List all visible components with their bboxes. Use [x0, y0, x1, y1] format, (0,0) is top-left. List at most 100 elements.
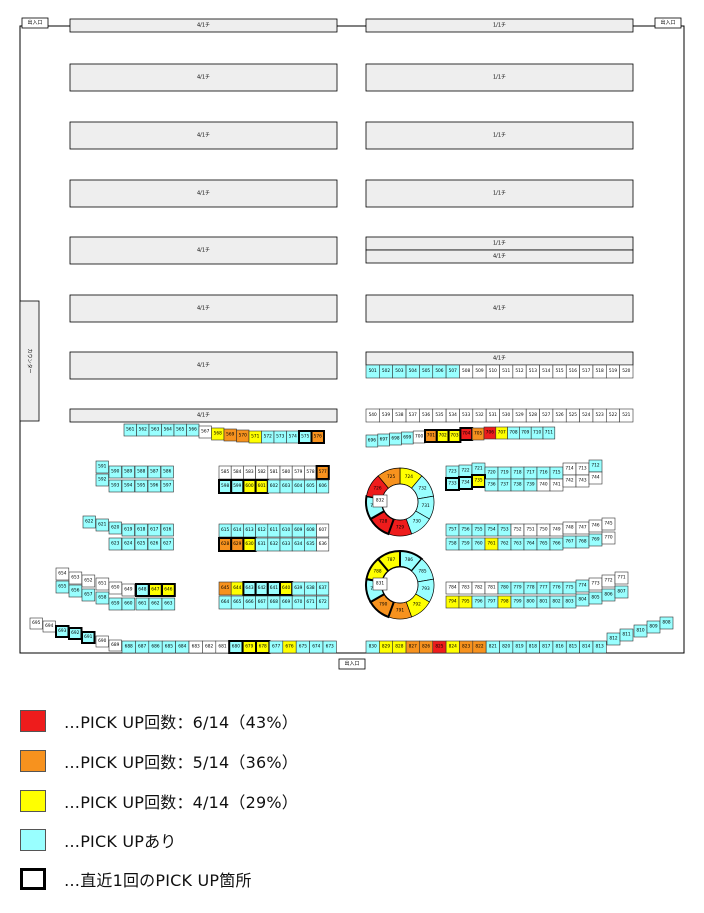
machine-615[interactable]: 615: [218, 523, 232, 538]
machine-600[interactable]: 600: [242, 479, 257, 494]
machine-763[interactable]: 763: [510, 537, 525, 551]
machine-677[interactable]: 677: [269, 640, 284, 654]
machine-800[interactable]: 800: [523, 595, 538, 609]
machine-635[interactable]: 635: [304, 537, 317, 552]
machine-cell[interactable]: [108, 537, 122, 551]
machine-709[interactable]: 709: [519, 426, 532, 440]
machine-570[interactable]: 570: [236, 429, 250, 443]
machine-679[interactable]: 679: [241, 640, 258, 654]
machine-cell[interactable]: [160, 465, 174, 479]
machine-533[interactable]: 533: [459, 408, 474, 423]
machine-808[interactable]: 808: [659, 616, 674, 630]
machine-832[interactable]: 832: [372, 494, 388, 508]
machine-742[interactable]: 742: [562, 474, 577, 488]
machine-669[interactable]: 669: [279, 595, 293, 610]
machine-703[interactable]: 703: [447, 429, 462, 443]
machine-578[interactable]: 578: [304, 465, 317, 480]
machine-794[interactable]: 794: [445, 595, 460, 609]
machine-cell[interactable]: [614, 585, 629, 599]
machine-665[interactable]: 665: [230, 595, 244, 610]
machine-821[interactable]: 821: [485, 640, 500, 654]
machine-809[interactable]: 809: [646, 620, 661, 634]
machine-cell[interactable]: [121, 597, 136, 611]
machine-774[interactable]: 774: [575, 579, 590, 593]
machine-777[interactable]: 777: [536, 581, 551, 595]
machine-cell[interactable]: [310, 430, 325, 444]
machine-508[interactable]: 508: [459, 364, 474, 379]
machine-735[interactable]: 735: [471, 474, 486, 488]
machine-806[interactable]: 806: [601, 588, 616, 602]
machine-691[interactable]: 691: [81, 631, 96, 644]
machine-805[interactable]: 805: [588, 591, 603, 605]
machine-767[interactable]: 767: [562, 535, 577, 549]
machine-589[interactable]: 589: [121, 465, 135, 479]
machine-599[interactable]: 599: [230, 479, 245, 494]
machine-682[interactable]: 682: [202, 640, 217, 654]
machine-667[interactable]: 667: [255, 595, 269, 610]
machine-670[interactable]: 670: [291, 595, 305, 610]
machine-637[interactable]: 637: [316, 581, 330, 596]
machine-516[interactable]: 516: [565, 364, 580, 379]
machine-646[interactable]: 646: [161, 583, 176, 597]
machine-654[interactable]: 654: [55, 567, 70, 581]
machine-666[interactable]: 666: [243, 595, 256, 610]
machine-687[interactable]: 687: [135, 640, 150, 654]
machine-590[interactable]: 590: [108, 465, 122, 479]
machine-781[interactable]: 781: [484, 581, 499, 595]
machine-748[interactable]: 748: [562, 521, 577, 535]
machine-712[interactable]: 712: [588, 459, 603, 473]
machine-780[interactable]: 780: [497, 581, 512, 595]
machine-585[interactable]: 585: [218, 465, 232, 480]
machine-515[interactable]: 515: [552, 364, 567, 379]
machine-cell[interactable]: [316, 595, 330, 610]
machine-503[interactable]: 503: [392, 364, 407, 379]
machine-cell[interactable]: [82, 515, 96, 529]
machine-523[interactable]: 523: [592, 408, 607, 423]
machine-611[interactable]: 611: [267, 523, 281, 538]
machine-659[interactable]: 659: [108, 597, 123, 611]
machine-733[interactable]: 733: [445, 477, 460, 491]
machine-565[interactable]: 565: [173, 423, 187, 437]
machine-cell[interactable]: [134, 537, 148, 551]
machine-573[interactable]: 573: [273, 430, 287, 444]
machine-513[interactable]: 513: [525, 364, 540, 379]
machine-778[interactable]: 778: [523, 581, 538, 595]
machine-cell[interactable]: [95, 518, 109, 532]
machine-823[interactable]: 823: [459, 640, 474, 654]
machine-661[interactable]: 661: [135, 597, 150, 611]
machine-cell[interactable]: [108, 521, 122, 535]
machine-608[interactable]: 608: [304, 523, 317, 538]
machine-723[interactable]: 723: [445, 465, 460, 479]
machine-773[interactable]: 773: [588, 577, 603, 591]
machine-cell[interactable]: [614, 571, 629, 585]
machine-694[interactable]: 694: [42, 620, 56, 633]
machine-826[interactable]: 826: [419, 640, 434, 654]
machine-501[interactable]: 501: [365, 364, 380, 379]
machine-693[interactable]: 693: [55, 625, 70, 638]
machine-681[interactable]: 681: [215, 640, 230, 654]
machine-702[interactable]: 702: [435, 429, 450, 443]
machine-764[interactable]: 764: [523, 537, 538, 551]
machine-524[interactable]: 524: [579, 408, 594, 423]
machine-757[interactable]: 757: [445, 523, 460, 537]
machine-576[interactable]: 576: [310, 430, 325, 444]
machine-760[interactable]: 760: [471, 537, 486, 551]
machine-801[interactable]: 801: [536, 595, 551, 609]
machine-527[interactable]: 527: [539, 408, 554, 423]
machine-769[interactable]: 769: [588, 533, 603, 547]
machine-685[interactable]: 685: [161, 640, 176, 654]
machine-707[interactable]: 707: [495, 426, 508, 440]
machine-797[interactable]: 797: [484, 595, 499, 609]
machine-cell[interactable]: [316, 479, 330, 494]
machine-715[interactable]: 715: [549, 466, 564, 480]
machine-536[interactable]: 536: [419, 408, 434, 423]
machine-716[interactable]: 716: [536, 466, 551, 480]
machine-572[interactable]: 572: [261, 430, 275, 444]
machine-761[interactable]: 761: [484, 537, 499, 551]
machine-807[interactable]: 807: [614, 585, 629, 599]
machine-cell[interactable]: [619, 628, 634, 642]
machine-cell[interactable]: [372, 577, 388, 591]
machine-745[interactable]: 745: [601, 517, 616, 531]
exit-bottom[interactable]: [338, 658, 366, 670]
machine-530[interactable]: 530: [499, 408, 514, 423]
